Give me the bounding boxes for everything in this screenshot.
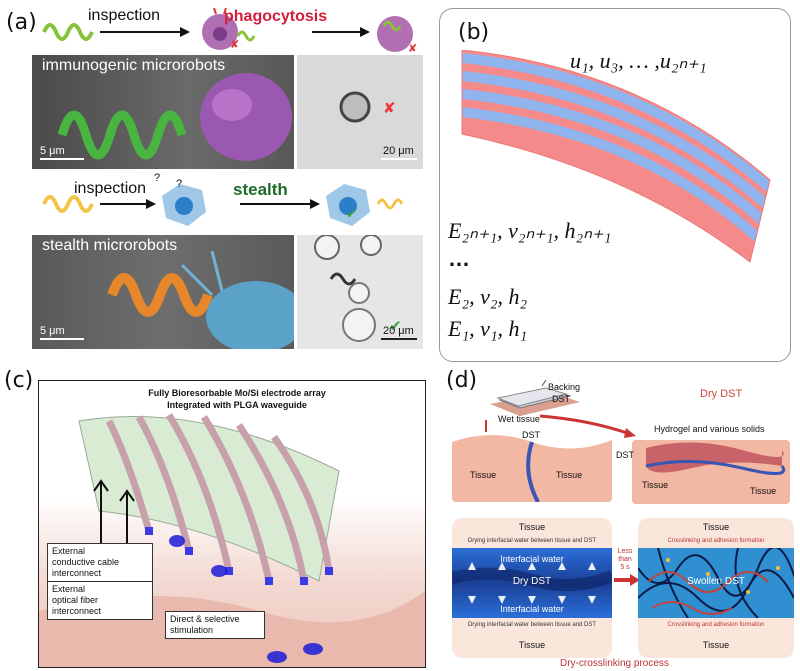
interfacial-water-label: Interfacial water: [500, 604, 564, 614]
crosslinking-text-top: Crosslinking and adhesion formation: [667, 538, 765, 544]
phagocytosis-label: phagocytosis: [224, 8, 328, 25]
tissue-block-right: Tissue Tissue: [632, 440, 790, 504]
hydrogel-label: Hydrogel and various solids: [654, 424, 765, 434]
sem-immunogenic-image: immunogenic microrobots 5 μm: [32, 55, 294, 169]
drying-text-top: Drying interfacial water between tissue …: [467, 538, 597, 544]
layered-beam-diagram: [461, 50, 771, 263]
blue-cell-icon: [206, 281, 294, 349]
scale-bar-label: 20 μm: [383, 325, 414, 337]
dst-label-right: DST: [616, 450, 634, 460]
tissue-label: Tissue: [702, 522, 730, 532]
tissue-block-left: Tissue Tissue: [452, 432, 612, 502]
drying-process-box: Tissue Interfacial water Dry DST Interfa…: [452, 518, 612, 658]
tissue-label: Tissue: [518, 522, 546, 532]
scale-bar-label: 5 μm: [40, 145, 65, 157]
yellow-helix-icon: [42, 195, 94, 213]
tissue-label: Tissue: [470, 470, 497, 480]
crosslinking-text-bottom: Crosslinking and adhesion formation: [667, 622, 765, 628]
dry-dst-inner-label: Dry DST: [512, 576, 552, 587]
optical-interconnect-box: External optical fiber interconnect: [47, 581, 153, 620]
less-than-5s: Less than 5 s: [617, 548, 633, 571]
stealth-caption: stealth microrobots: [42, 237, 178, 254]
interfacial-water-layer: Interfacial water Dry DST Interfacial wa…: [452, 548, 612, 618]
transition-arrow: [614, 574, 640, 586]
immunogenic-caption: immunogenic microrobots: [42, 57, 226, 74]
svg-text:✘: ✘: [408, 42, 417, 55]
inspection-label-2: inspection: [74, 180, 147, 197]
purple-macrophage-icon: [200, 73, 292, 161]
e-top-layer: E₂ₙ₊₁, ν₂ₙ₊₁, h₂ₙ₊₁: [448, 218, 612, 243]
tissue-label: Tissue: [642, 480, 669, 490]
stealth-label: stealth: [233, 180, 288, 199]
panel-c-frame: Fully Bioresorbable Mo/Si electrode arra…: [38, 380, 426, 668]
panel-c-label: (c): [4, 368, 34, 393]
panel-c-title: Fully Bioresorbable Mo/Si electrode arra…: [137, 387, 337, 411]
check-icon: ✔: [389, 318, 402, 335]
orange-microrobot-icon: [107, 273, 213, 317]
panel-b-label: (b): [458, 20, 490, 45]
swollen-dst-layer: Swollen DST: [638, 548, 794, 618]
question-mark: ?: [176, 178, 183, 190]
backing-label: Backing: [548, 382, 581, 392]
panel-a-row1-schematic: ✘ ✘: [42, 7, 417, 55]
sem-stealth-image: stealth microrobots 5 μm: [32, 235, 294, 349]
e-layer-1: E₁, ν₁, h₁: [448, 316, 528, 341]
check-icon: ✔: [346, 206, 357, 221]
green-helix-icon: [42, 23, 94, 41]
u-variables: u₁, u₃, … ,u₂ₙ₊₁: [570, 48, 707, 73]
panel-a-label: (a): [6, 10, 37, 35]
swollen-dst-label: Swollen DST: [687, 576, 745, 587]
scale-bar-label: 5 μm: [40, 325, 65, 337]
ellipsis: …: [448, 246, 470, 271]
tissue-label: Tissue: [750, 486, 777, 496]
scale-bar-label: 20 μm: [383, 145, 414, 157]
dst-application-icon: [490, 380, 580, 416]
electrode-array: [105, 413, 333, 582]
question-mark: ?: [154, 172, 161, 184]
cross-icon: ✘: [230, 38, 239, 51]
dst-label-mid: DST: [522, 430, 540, 440]
dry-dst-title: Dry DST: [700, 388, 743, 400]
cable-interconnect-box: External conductive cable interconnect: [47, 543, 153, 582]
stimulation-box: Direct & selective stimulation: [165, 611, 265, 639]
micrograph-stealth: ✔ 20 μm: [297, 235, 423, 349]
drying-text-bottom: Drying interfacial water between tissue …: [467, 622, 597, 628]
tissue-label: Tissue: [556, 470, 583, 480]
green-microrobot-icon: [57, 110, 187, 160]
title-line-2: Integrated with PLGA waveguide: [167, 400, 307, 410]
title-line-1: Fully Bioresorbable Mo/Si electrode arra…: [148, 388, 326, 398]
tissue-label: Tissue: [518, 640, 546, 650]
dst-label-top: DST: [552, 394, 570, 404]
wet-tissue-label: Wet tissue: [498, 414, 540, 424]
cross-icon: ✘: [383, 100, 396, 117]
interfacial-water-label: Interfacial water: [500, 554, 564, 564]
inspection-label-1: inspection: [88, 7, 161, 24]
process-caption: Dry-crosslinking process: [560, 658, 669, 669]
e-layer-2: E₂, ν₂, h₂: [448, 284, 528, 309]
panel-a-row2-schematic: [42, 184, 404, 226]
micrograph-immunogenic: ✘ 20 μm: [297, 55, 423, 169]
tissue-label: Tissue: [702, 640, 730, 650]
panel-d-label: (d): [446, 368, 478, 393]
crosslinking-process-box: Tissue Swollen DST Crosslinking and adhe…: [638, 518, 794, 658]
